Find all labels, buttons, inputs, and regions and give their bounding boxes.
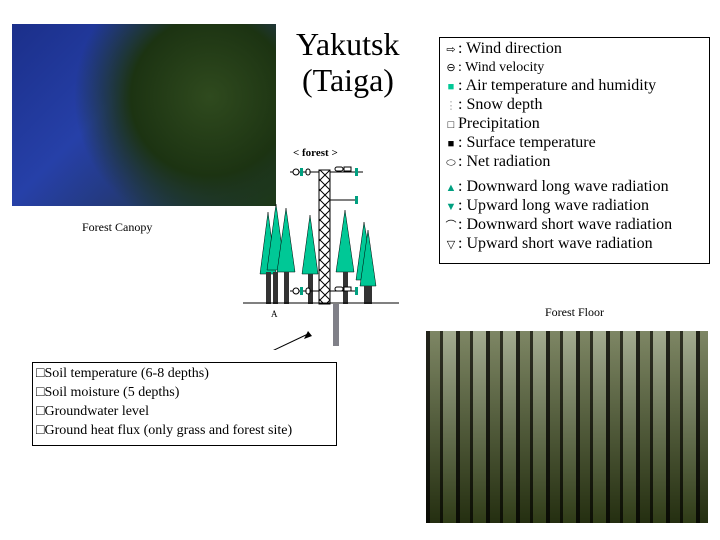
soil-item: □Soil moisture (5 depths) — [36, 385, 180, 400]
legend-label: : Downward short wave radiation — [458, 216, 673, 233]
snow-depth-icon: ⋮ — [445, 100, 457, 112]
upward-shortwave-icon: ▽ — [446, 239, 456, 251]
soil-item: □Ground heat flux (only grass and forest… — [36, 423, 293, 438]
legend-label: : Snow depth — [458, 96, 543, 113]
soil-item: □Groundwater level — [36, 404, 150, 419]
upward-longwave-icon: ▼ — [445, 201, 457, 213]
legend-item: ⌒: Downward short wave radiation — [444, 216, 705, 235]
legend-label: : Wind velocity — [458, 60, 545, 75]
legend-item: ⋮: Snow depth — [444, 96, 705, 115]
legend-item: ▲: Downward long wave radiation — [444, 178, 705, 197]
legend-item: ⬭: Net radiation — [444, 153, 705, 172]
canopy-caption: Forest Canopy — [82, 220, 153, 234]
downward-shortwave-icon: ⌒ — [445, 220, 457, 232]
legend-label: : Surface temperature — [458, 134, 596, 151]
floor-caption: Forest Floor — [545, 305, 605, 319]
legend-item: ▽: Upward short wave radiation — [444, 235, 705, 254]
tower-diagram — [243, 166, 399, 350]
page-title: Yakutsk (Taiga) — [296, 26, 399, 98]
legend-label: : Net radiation — [458, 153, 551, 170]
legend-label: : Air temperature and humidity — [458, 77, 657, 94]
sensor-legend: ⇨: Wind direction ⊖: Wind velocity ■: Ai… — [439, 37, 710, 264]
net-radiation-icon: ⬭ — [446, 157, 456, 169]
legend-label: : Downward long wave radiation — [458, 178, 669, 195]
legend-item: ⇨: Wind direction — [444, 40, 705, 59]
legend-label: Precipitation — [458, 115, 540, 132]
legend-item: ■: Air temperature and humidity — [444, 77, 705, 96]
forest-canopy-photo — [12, 24, 276, 206]
legend-item: □Precipitation — [444, 115, 705, 134]
legend-label: : Wind direction — [458, 40, 562, 57]
soil-item: □Soil temperature (6-8 depths) — [36, 366, 209, 381]
arrow — [273, 333, 309, 350]
point-a-label: A — [271, 309, 278, 319]
air-temperature-icon: ■ — [447, 81, 455, 93]
title-line-2: (Taiga) — [302, 62, 394, 98]
forest-floor-photo — [426, 331, 708, 523]
forest-label: < forest > — [293, 147, 338, 159]
legend-label: : Upward long wave radiation — [458, 197, 650, 214]
wind-velocity-icon: ⊖ — [446, 62, 456, 74]
precipitation-icon: □ — [447, 119, 455, 131]
soil-sensor-list: □Soil temperature (6-8 depths) □Soil moi… — [32, 362, 337, 446]
title-line-1: Yakutsk — [296, 26, 400, 62]
legend-item: ■: Surface temperature — [444, 134, 705, 153]
wind-direction-icon: ⇨ — [446, 44, 456, 56]
trees — [259, 203, 377, 287]
tower — [318, 169, 331, 305]
legend-item: ⊖: Wind velocity — [444, 59, 705, 77]
legend-label: : Upward short wave radiation — [458, 235, 653, 252]
surface-temperature-icon: ■ — [447, 138, 455, 150]
downward-longwave-icon: ▲ — [445, 182, 457, 194]
legend-item: ▼: Upward long wave radiation — [444, 197, 705, 216]
soil-probe — [333, 304, 339, 346]
